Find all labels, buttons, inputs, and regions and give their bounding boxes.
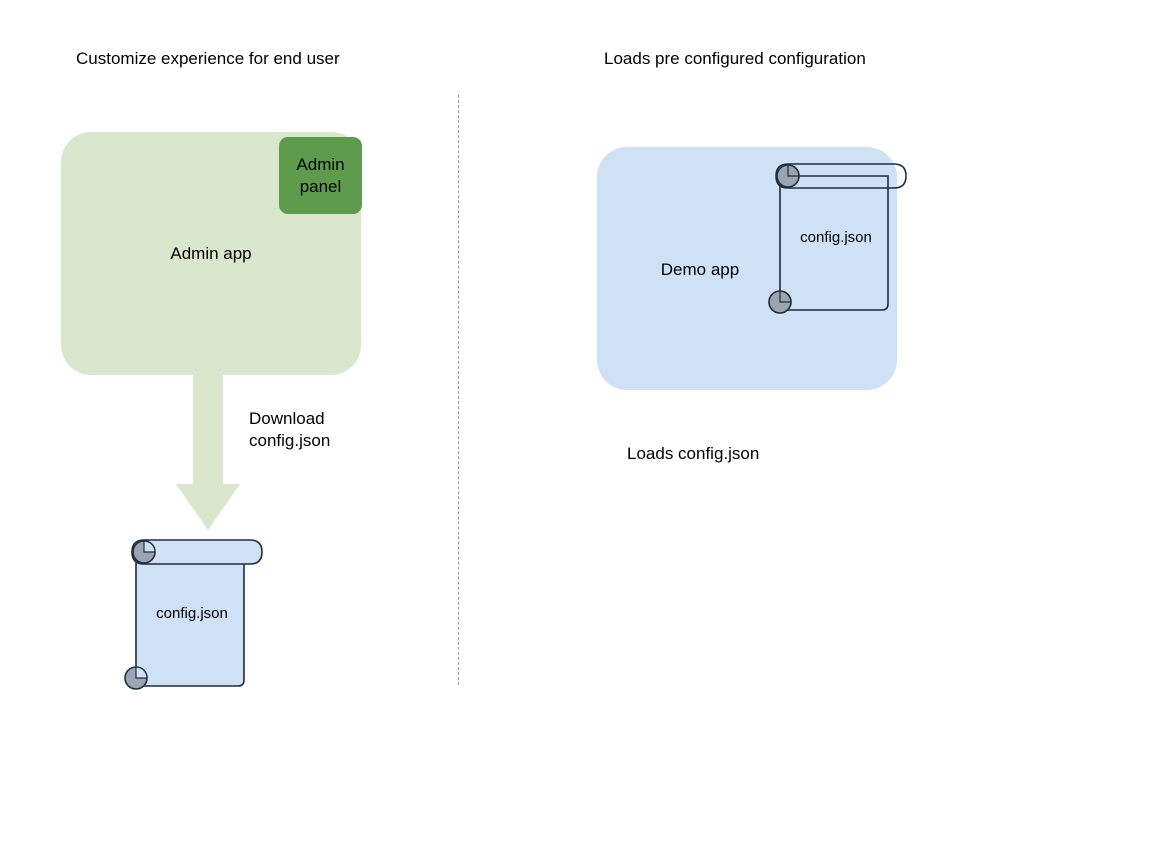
config-json-label-left: config.json <box>156 605 228 622</box>
config-json-document-left <box>124 539 263 690</box>
admin-app-label: Admin app <box>170 244 252 263</box>
config-json-label-right: config.json <box>800 229 872 246</box>
download-arrow-icon <box>176 372 240 530</box>
right-column-title: Loads pre configured configuration <box>604 49 866 68</box>
download-arrow-label: Download config.json <box>249 409 331 450</box>
left-column-title: Customize experience for end user <box>76 49 340 68</box>
loads-config-caption: Loads config.json <box>627 444 760 463</box>
config-json-document-right <box>768 163 907 314</box>
admin-panel-label: Admin panel <box>296 154 345 196</box>
demo-app-label: Demo app <box>660 260 740 279</box>
admin-panel-box[interactable]: Admin panel <box>279 137 362 214</box>
column-divider <box>458 95 459 685</box>
